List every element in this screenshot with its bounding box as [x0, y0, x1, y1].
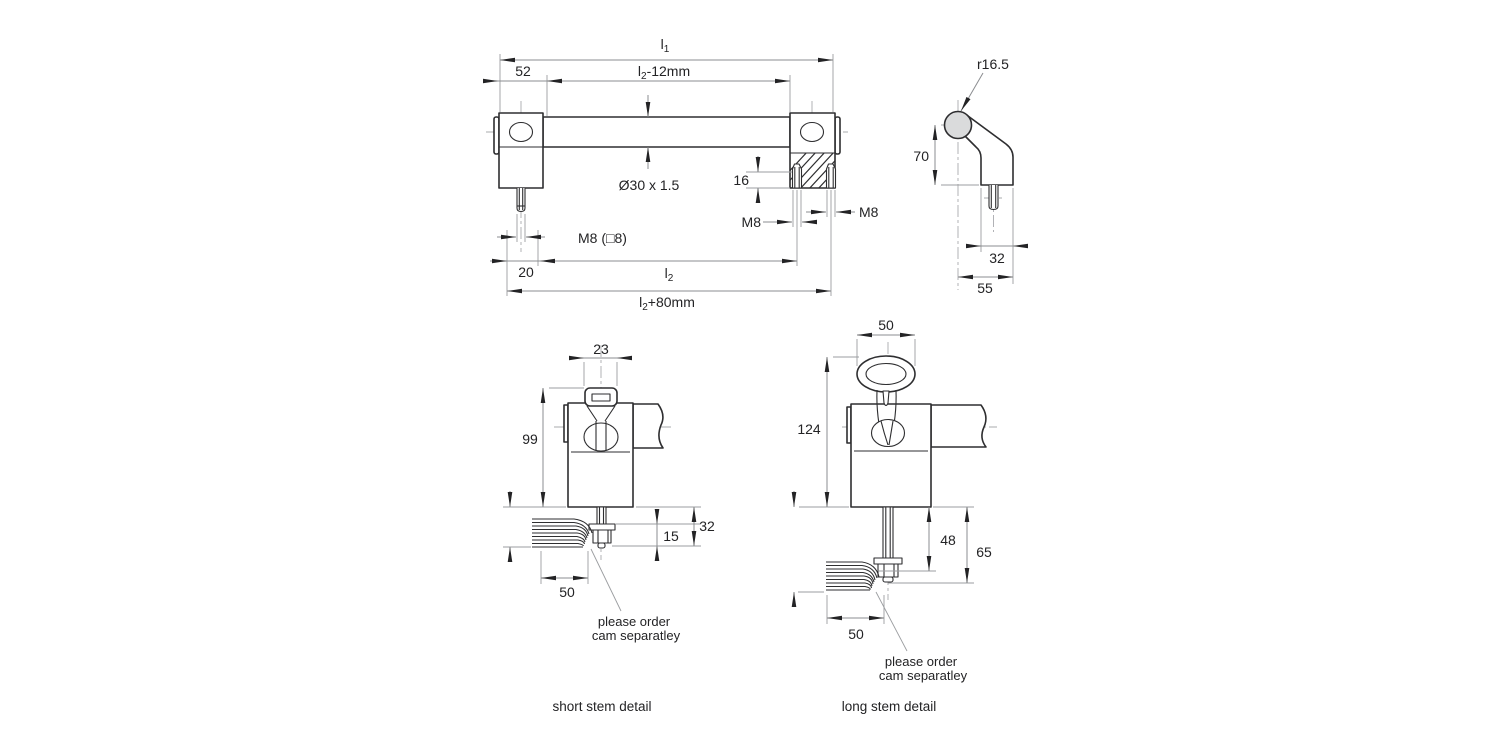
short-cam-hole [583, 422, 619, 452]
dim-m8-right-label: M8 [859, 204, 879, 220]
front-view: l1 52 l2-12mm Ø30 x 1.5 16 M8 M8 M8 (□8)… [483, 36, 879, 313]
dim-tube-label: Ø30 x 1.5 [619, 177, 680, 193]
dim-50-bottom-label: 50 [848, 626, 864, 642]
dim-15-label: 15 [663, 528, 679, 544]
short-stem-tip [597, 542, 606, 549]
short-stem-shaft [596, 506, 607, 525]
dim-99-label: 99 [522, 431, 538, 447]
long-note-line1: please order [885, 654, 958, 669]
long-nut [877, 563, 899, 578]
dim-32-short-label: 32 [699, 518, 715, 534]
long-key-ring-inner [865, 362, 907, 386]
dim-l1-label: l1 [661, 36, 670, 55]
side-stem [988, 185, 999, 211]
long-stem-detail-view: 50 124 48 65 50 please order cam separat… [791, 317, 997, 714]
short-key-slot [591, 393, 611, 402]
dim-52-label: 52 [515, 63, 531, 79]
long-cam [826, 561, 880, 591]
dim-20-label: 20 [518, 264, 534, 280]
left-cam-hole [508, 121, 534, 143]
dim-50-top-label: 50 [878, 317, 894, 333]
short-note-leader [590, 548, 622, 612]
right-cam-hole [799, 121, 825, 143]
dim-l2minus12-label: l2-12mm [638, 63, 690, 82]
front-short-stem [516, 188, 526, 213]
short-stem-caption: short stem detail [552, 699, 651, 714]
long-washer [873, 557, 903, 565]
dim-16-label: 16 [733, 172, 749, 188]
long-stem-tip [882, 576, 894, 583]
short-note-line1: please order [598, 614, 671, 629]
dim-l2plus80-label: l2+80mm [639, 294, 695, 313]
dim-70-label: 70 [913, 148, 929, 164]
dim-48-label: 48 [940, 532, 956, 548]
dim-124-label: 124 [797, 421, 821, 437]
dim-65-label: 65 [976, 544, 992, 560]
dim-32-label: 32 [989, 250, 1005, 266]
dim-50-short-label: 50 [559, 584, 575, 600]
long-stem-shaft [882, 506, 894, 559]
short-cam [532, 518, 593, 548]
short-tube-stub [632, 403, 664, 449]
long-tube-stub [930, 404, 987, 448]
dim-m8-left-label: M8 [742, 214, 762, 230]
short-lock-block [567, 402, 634, 508]
dim-radius-label: r16.5 [977, 56, 1009, 72]
short-stem-detail-view: 23 99 15 32 50 please order cam separatl… [503, 341, 715, 714]
short-note-line2: cam separatley [592, 628, 681, 643]
right-threaded-stud [825, 163, 837, 189]
handle-tube [542, 116, 791, 148]
long-key-notch [882, 390, 890, 407]
short-washer [588, 523, 616, 531]
long-note-leader [875, 591, 908, 652]
left-threaded-stud [791, 163, 803, 189]
side-arm-body [964, 113, 1014, 186]
side-view: r16.5 70 32 55 [913, 56, 1028, 296]
long-cam-hole [870, 418, 906, 448]
long-note-line2: cam separatley [879, 668, 968, 683]
dim-55-label: 55 [977, 280, 993, 296]
radius-leader [960, 72, 984, 112]
long-stem-caption: long stem detail [842, 699, 937, 714]
dim-23-label: 23 [593, 341, 609, 357]
side-grip-knob [943, 110, 973, 140]
dim-l2-label: l2 [665, 265, 674, 284]
dim-m8-square-label: M8 (□8) [578, 230, 627, 246]
